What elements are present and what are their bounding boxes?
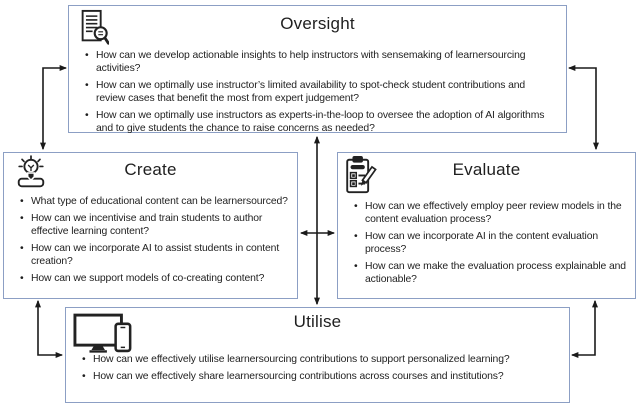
question-list-evaluate: How can we effectively employ peer revie…	[352, 200, 626, 286]
box-title-evaluate: Evaluate	[452, 160, 521, 179]
box-title-utilise: Utilise	[293, 312, 342, 331]
question-list-oversight: How can we develop actionable insights t…	[83, 49, 550, 135]
box-evaluate: Evaluate How can we effectively employ p…	[337, 152, 636, 299]
document-search-icon	[80, 9, 110, 52]
question-bullet: How can we optimally use instructor’s li…	[83, 79, 550, 105]
question-bullet: How can we develop actionable insights t…	[83, 49, 550, 75]
question-bullet: How can we incentivise and train student…	[18, 212, 292, 238]
connector-create-utilise	[35, 299, 64, 358]
box-create: Create What type of educational content …	[3, 152, 298, 299]
clipboard-checklist-icon	[345, 155, 378, 200]
box-title-create: Create	[124, 160, 177, 179]
question-bullet: How can we effectively utilise learnerso…	[80, 353, 563, 366]
devices-monitor-phone-icon	[73, 313, 135, 359]
connector-evaluate-utilise	[570, 299, 598, 358]
question-bullet: How can we incorporate AI in the content…	[352, 230, 626, 256]
idea-lightbulb-icon	[14, 155, 48, 198]
question-bullet: How can we support models of co-creating…	[18, 272, 292, 285]
question-bullet: How can we optimally use instructors as …	[83, 109, 550, 135]
question-bullet: How can we make the evaluation process e…	[352, 260, 626, 286]
box-title-oversight: Oversight	[280, 14, 355, 33]
box-utilise: Utilise How can we effectively utilise l…	[65, 307, 570, 403]
question-bullet: How can we effectively share learnersour…	[80, 370, 563, 383]
question-bullet: What type of educational content can be …	[18, 195, 292, 208]
question-bullet: How can we incorporate AI to assist stud…	[18, 242, 292, 268]
question-list-create: What type of educational content can be …	[18, 195, 292, 285]
connector-oversight-evaluate	[567, 65, 599, 151]
question-list-utilise: How can we effectively utilise learnerso…	[80, 353, 563, 383]
connector-oversight-create	[40, 65, 68, 151]
question-bullet: How can we effectively employ peer revie…	[352, 200, 626, 226]
box-oversight: Oversight How can we develop actionable …	[68, 5, 567, 135]
